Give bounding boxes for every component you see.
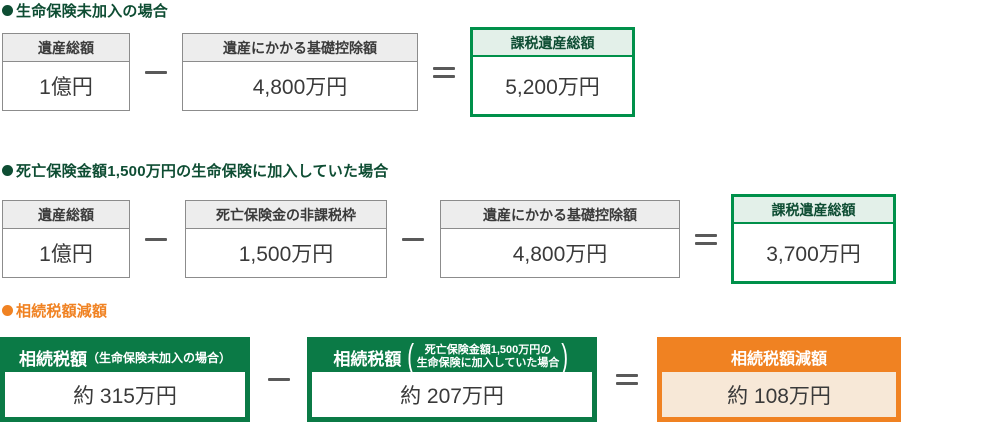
result-card-taxable-estate-2: 課税遺産総額 3,700万円: [731, 194, 896, 284]
card-tax-with-insurance: 相続税額 ( 死亡保険金額1,500万円の 生命保険に加入していた場合 ) 約 …: [307, 337, 597, 422]
card-value: 5,200万円: [505, 75, 600, 99]
card-head-paren-note: ( 死亡保険金額1,500万円の 生命保険に加入していた場合 ): [405, 340, 570, 374]
card-head: 遺産総額: [3, 34, 129, 62]
minus-icon: [398, 200, 428, 278]
card-estate-total-1: 遺産総額 1億円: [2, 33, 130, 111]
card-value: 約 108万円: [662, 372, 896, 417]
card-value: 4,800万円: [252, 76, 348, 99]
card-head-main: 相続税額: [18, 349, 87, 369]
section-heading-no-life-insurance: 生命保険未加入の場合: [2, 0, 168, 21]
card-estate-total-2: 遺産総額 1億円: [2, 200, 130, 278]
equals-icon: [428, 33, 460, 111]
section-heading-text: 生命保険未加入の場合: [16, 3, 169, 20]
section-heading-with-life-insurance: 死亡保険金額1,500万円の生命保険に加入していた場合: [2, 160, 389, 181]
card-head: 遺産にかかる基礎控除額: [441, 201, 679, 229]
card-basic-deduction-2: 遺産にかかる基礎控除額 4,800万円: [440, 200, 680, 278]
bullet-dot-icon: [2, 165, 13, 176]
card-value: 約 207万円: [312, 372, 592, 417]
result-card-taxable-estate-1: 課税遺産総額 5,200万円: [470, 27, 635, 117]
paren-open-icon: (: [407, 338, 415, 376]
paren-line-2: 生命保険に加入していた場合: [416, 357, 560, 369]
card-head: 相続税額減額: [730, 351, 827, 368]
card-value: 約 315万円: [5, 372, 245, 417]
card-head: 遺産総額: [3, 201, 129, 229]
bullet-dot-icon: [2, 5, 13, 16]
card-head-main: 相続税額: [333, 349, 402, 369]
section-heading-tax-reduction: 相続税額減額: [2, 300, 107, 321]
card-head: 課税遺産総額: [473, 30, 632, 57]
section-heading-text: 相続税額減額: [16, 303, 108, 320]
minus-icon: [141, 200, 171, 278]
card-basic-deduction-1: 遺産にかかる基礎控除額 4,800万円: [182, 33, 418, 111]
card-value: 1億円: [39, 76, 93, 99]
card-tax-no-insurance: 相続税額（生命保険未加入の場合） 約 315万円: [0, 337, 250, 422]
minus-icon: [257, 337, 301, 422]
card-value: 1億円: [39, 243, 93, 266]
equals-icon: [690, 200, 722, 278]
card-head: 相続税額（生命保険未加入の場合）: [5, 342, 245, 372]
card-head: 相続税額 ( 死亡保険金額1,500万円の 生命保険に加入していた場合 ): [312, 340, 592, 374]
card-value: 1,500万円: [238, 243, 334, 266]
card-head-note: （生命保険未加入の場合）: [86, 350, 231, 365]
card-value: 4,800万円: [512, 243, 608, 266]
paren-close-icon: ): [561, 338, 569, 376]
card-value: 3,700万円: [766, 242, 861, 266]
card-head: 課税遺産総額: [734, 197, 893, 224]
section-heading-text: 死亡保険金額1,500万円の生命保険に加入していた場合: [16, 163, 389, 180]
paren-line-1: 死亡保険金額1,500万円の: [424, 344, 552, 356]
card-head: 死亡保険金の非課税枠: [186, 201, 386, 229]
minus-icon: [141, 33, 171, 111]
bullet-dot-icon: [2, 305, 13, 316]
equals-icon: [605, 337, 649, 422]
card-head: 遺産にかかる基礎控除額: [183, 34, 417, 62]
card-insurance-exemption-2: 死亡保険金の非課税枠 1,500万円: [185, 200, 387, 278]
result-card-tax-reduction: 相続税額減額 約 108万円: [657, 337, 901, 422]
